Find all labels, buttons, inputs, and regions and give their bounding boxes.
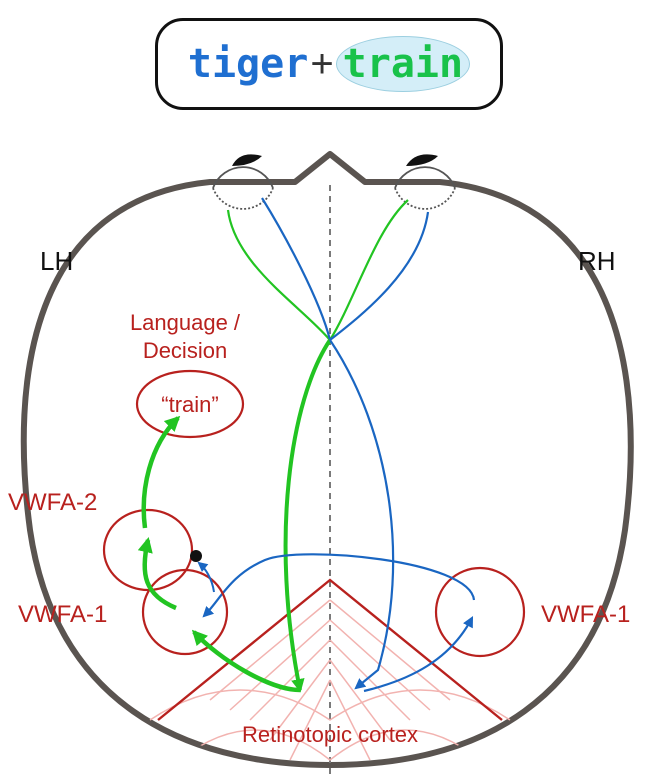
language-label-line1: Language / (130, 310, 241, 335)
vwfa1-left-ellipse (141, 568, 229, 656)
optic-pathway-left-eye-green (226, 199, 409, 342)
blue-cortex-to-vwfa1-right (363, 616, 474, 693)
left-eye-pupil (232, 154, 262, 166)
plus-sign: + (310, 41, 334, 86)
word-tiger: tiger (187, 41, 309, 87)
train-node-label: “train” (161, 392, 218, 417)
language-label-line2: Decision (143, 338, 227, 363)
word-train-highlighted: train (335, 36, 471, 92)
blue-inhibitory-loop (197, 561, 215, 593)
train-node-ellipse (135, 369, 245, 439)
stimulus-box: tiger + train (155, 18, 503, 110)
left-eye (212, 154, 274, 210)
green-vwfa1-to-vwfa2 (137, 537, 177, 611)
green-pathway-to-cortex (283, 338, 332, 693)
right-eye-pupil (406, 154, 438, 166)
stimulus-words: tiger + train (158, 21, 500, 107)
green-vwfa2-to-train (141, 415, 181, 529)
retinotopic-boundary (157, 578, 503, 721)
retinotopic-cortex-label: Retinotopic cortex (242, 722, 418, 747)
green-cortex-to-vwfa1-left (191, 629, 301, 693)
hemisphere-label-right: RH (578, 246, 616, 276)
optic-pathway-right-eye-blue (329, 211, 430, 341)
optic-pathway-left-eye-blue (261, 197, 332, 341)
head-outline (20, 151, 634, 768)
vwfa2-left-label: VWFA-2 (8, 489, 97, 516)
vwfa1-left-label: VWFA-1 (18, 601, 107, 628)
blue-pathway-to-cortex (329, 339, 395, 690)
vwfa1-right-label: VWFA-1 (541, 601, 630, 628)
hemisphere-label-left: LH (40, 246, 73, 276)
right-eye (394, 154, 456, 210)
retinotopic-cortex-bands (149, 578, 511, 761)
vwfa1-right-ellipse (434, 566, 526, 658)
inhibition-dot (190, 550, 202, 562)
